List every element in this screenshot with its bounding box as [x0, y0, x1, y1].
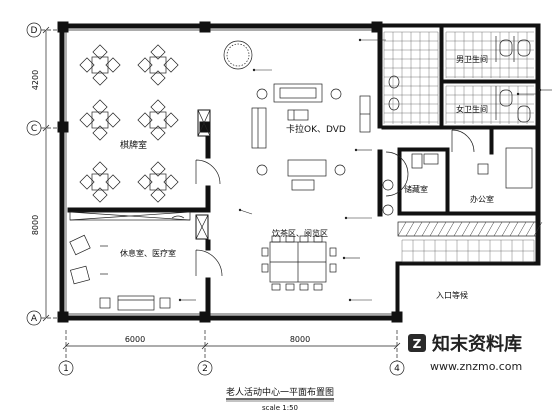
svg-text:Z: Z: [413, 337, 422, 351]
floor-tiles: [383, 31, 535, 263]
dining-chair: [285, 235, 295, 243]
drawing-scale: scale 1:50: [262, 404, 298, 412]
grid-axes: D C A 1 2 4: [26, 22, 405, 376]
dining-chair: [271, 283, 281, 291]
dim-bottom-left: 6000: [125, 335, 145, 344]
axis-label-1: 1: [63, 364, 69, 374]
chess-table: [137, 161, 179, 203]
room-label-chess: 棋牌室: [120, 139, 147, 151]
room-label-rest: 休息室、医疗室: [120, 248, 176, 258]
rest-room-furniture: [69, 215, 185, 311]
dim-left-bottom: 8000: [31, 215, 40, 235]
watermark: Z 知末资料库 www.znzmo.com: [408, 333, 522, 373]
watermark-url: www.znzmo.com: [430, 360, 522, 373]
dimension-lines: 4200 8000 6000 8000: [31, 26, 401, 350]
chess-table: [79, 44, 121, 86]
room-label-lobby: 入口等候: [436, 290, 468, 300]
room-label-karaoke: 卡拉OK、DVD: [286, 123, 346, 135]
dining-chair: [313, 283, 323, 291]
chess-tables: [79, 44, 179, 203]
drawing-title: 老人活动中心一平面布置图: [226, 386, 334, 398]
chess-room: [67, 109, 223, 315]
room-label-storage: 储藏室: [404, 184, 428, 194]
dining-chair: [329, 247, 337, 257]
right-block: [377, 27, 543, 263]
chess-table: [79, 99, 121, 141]
room-label-dining: 饮茶区、阅览区: [272, 228, 328, 238]
dining-chair: [329, 263, 337, 273]
dim-bottom-right: 8000: [290, 335, 310, 344]
dining-chair: [313, 235, 323, 243]
axis-label-4: 4: [394, 364, 400, 374]
brand-logo-icon: [408, 334, 426, 352]
dining-chair: [261, 263, 269, 273]
room-label-men-wc: 男卫生间: [456, 54, 488, 64]
axis-label-c: C: [31, 124, 37, 134]
room-label-women-wc: 女卫生间: [456, 104, 488, 114]
chess-table: [137, 44, 179, 86]
dining-chair: [299, 283, 309, 291]
dining-chair: [271, 235, 281, 243]
central-hall: [223, 40, 371, 283]
annotation-leaders: [178, 38, 552, 302]
dining-chair: [285, 283, 295, 291]
lobby-hatch: [397, 221, 543, 237]
dining-chair: [299, 235, 309, 243]
dining-chair: [261, 247, 269, 257]
chess-table: [137, 99, 179, 141]
axis-label-a: A: [31, 314, 38, 324]
dim-left-top: 4200: [31, 70, 40, 90]
outer-walls: [57, 21, 541, 323]
axis-label-d: D: [31, 26, 38, 36]
dining-chairs: [261, 235, 337, 291]
axis-label-2: 2: [202, 364, 208, 374]
chess-table: [79, 161, 121, 203]
watermark-brand: 知末资料库: [432, 333, 522, 355]
windows: [65, 29, 392, 315]
room-label-office: 办公室: [470, 194, 494, 204]
